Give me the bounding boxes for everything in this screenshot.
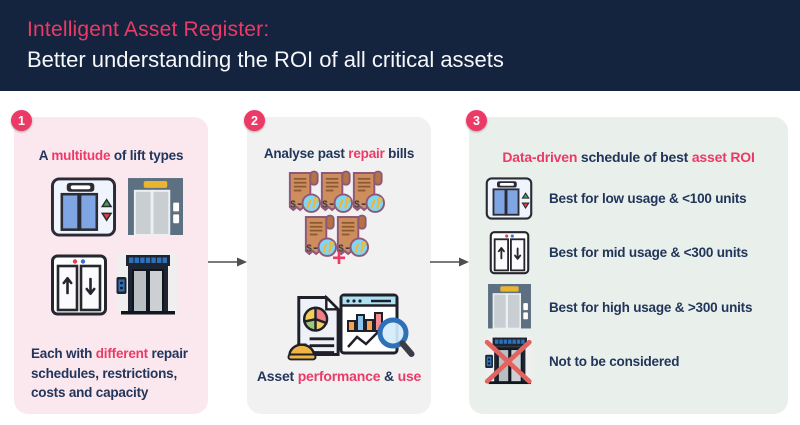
roi-row-high-usage: Best for high usage & >300 units: [483, 282, 775, 332]
lift-gray-icon: [486, 284, 532, 330]
analytics-magnifier-icon: [339, 291, 415, 361]
roi-label: Best for low usage & <100 units: [549, 190, 747, 206]
step-1-title: A multitude of lift types: [14, 148, 208, 163]
roi-row-not-considered: Not to be considered: [483, 336, 775, 386]
step-2-panel-repair-bills: Analyse past repair bills + Asset perfor…: [247, 117, 431, 414]
lift-white-arrows-icon: [51, 254, 107, 316]
page-subtitle: Better understanding the ROI of all crit…: [27, 47, 504, 72]
report-piechart-hardhat-icon: [287, 296, 340, 361]
step-2-title: Analyse past repair bills: [247, 146, 431, 161]
title-part: repair: [348, 146, 385, 161]
lift-dark-icon: [115, 253, 178, 316]
step-1-caption: Each with different repair schedules, re…: [31, 344, 209, 403]
roi-row-low-usage: Best for low usage & <100 units: [483, 173, 775, 223]
lift-blue-icon: [483, 176, 535, 221]
step-3-number-badge: 3: [466, 110, 487, 131]
caption-part: different: [95, 346, 148, 361]
title-part: of lift types: [110, 148, 184, 163]
lift-blue-icon: [485, 176, 533, 220]
lift-blue-icon: [50, 177, 117, 237]
caption-part: Each with: [31, 346, 96, 361]
arrow-right-icon: [430, 257, 469, 267]
roi-label: Best for mid usage & <300 units: [549, 244, 748, 260]
step-2-caption: Asset performance & use: [247, 368, 431, 384]
caption-part: Asset: [256, 368, 298, 384]
lift-gray-icon: [483, 284, 535, 330]
step-3-panel-roi-schedule: Data-driven schedule of best asset ROI B…: [469, 117, 788, 414]
caption-part: use: [397, 368, 422, 384]
roi-label: Best for high usage & >300 units: [549, 299, 753, 315]
plus-sign: +: [331, 245, 346, 272]
page-title: Intelligent Asset Register:: [27, 18, 270, 41]
roi-row-mid-usage: Best for mid usage & <300 units: [483, 227, 775, 277]
title-part: asset ROI: [691, 149, 755, 165]
lift-white-arrows-icon: [483, 228, 535, 276]
caption-part: &: [380, 368, 398, 384]
roi-label: Not to be considered: [549, 353, 680, 369]
lift-dark-crossed-icon: [484, 336, 534, 385]
header-banner: Intelligent Asset Register: Better under…: [0, 0, 800, 91]
caption-part: repair schedules, restrictions, costs an…: [31, 346, 188, 400]
title-part: multitude: [51, 148, 111, 163]
step-1-number-badge: 1: [11, 110, 32, 131]
repair-bill-icon: [352, 170, 386, 214]
title-part: Data-driven: [502, 149, 578, 165]
lift-dark-crossed-icon: [483, 336, 535, 386]
step-1-panel-lift-types: A multitude of lift types Each with diff…: [14, 117, 208, 414]
lift-gray-icon: [128, 178, 183, 236]
title-part: bills: [384, 146, 415, 161]
caption-part: performance: [297, 368, 381, 384]
title-part: schedule of best: [577, 149, 692, 165]
title-part: A: [38, 148, 52, 163]
step-3-title: Data-driven schedule of best asset ROI: [469, 149, 788, 165]
lift-white-arrows-icon: [489, 231, 529, 275]
step-2-number-badge: 2: [244, 110, 265, 131]
title-part: Analyse past: [263, 146, 349, 161]
arrow-right-icon: [208, 257, 247, 267]
